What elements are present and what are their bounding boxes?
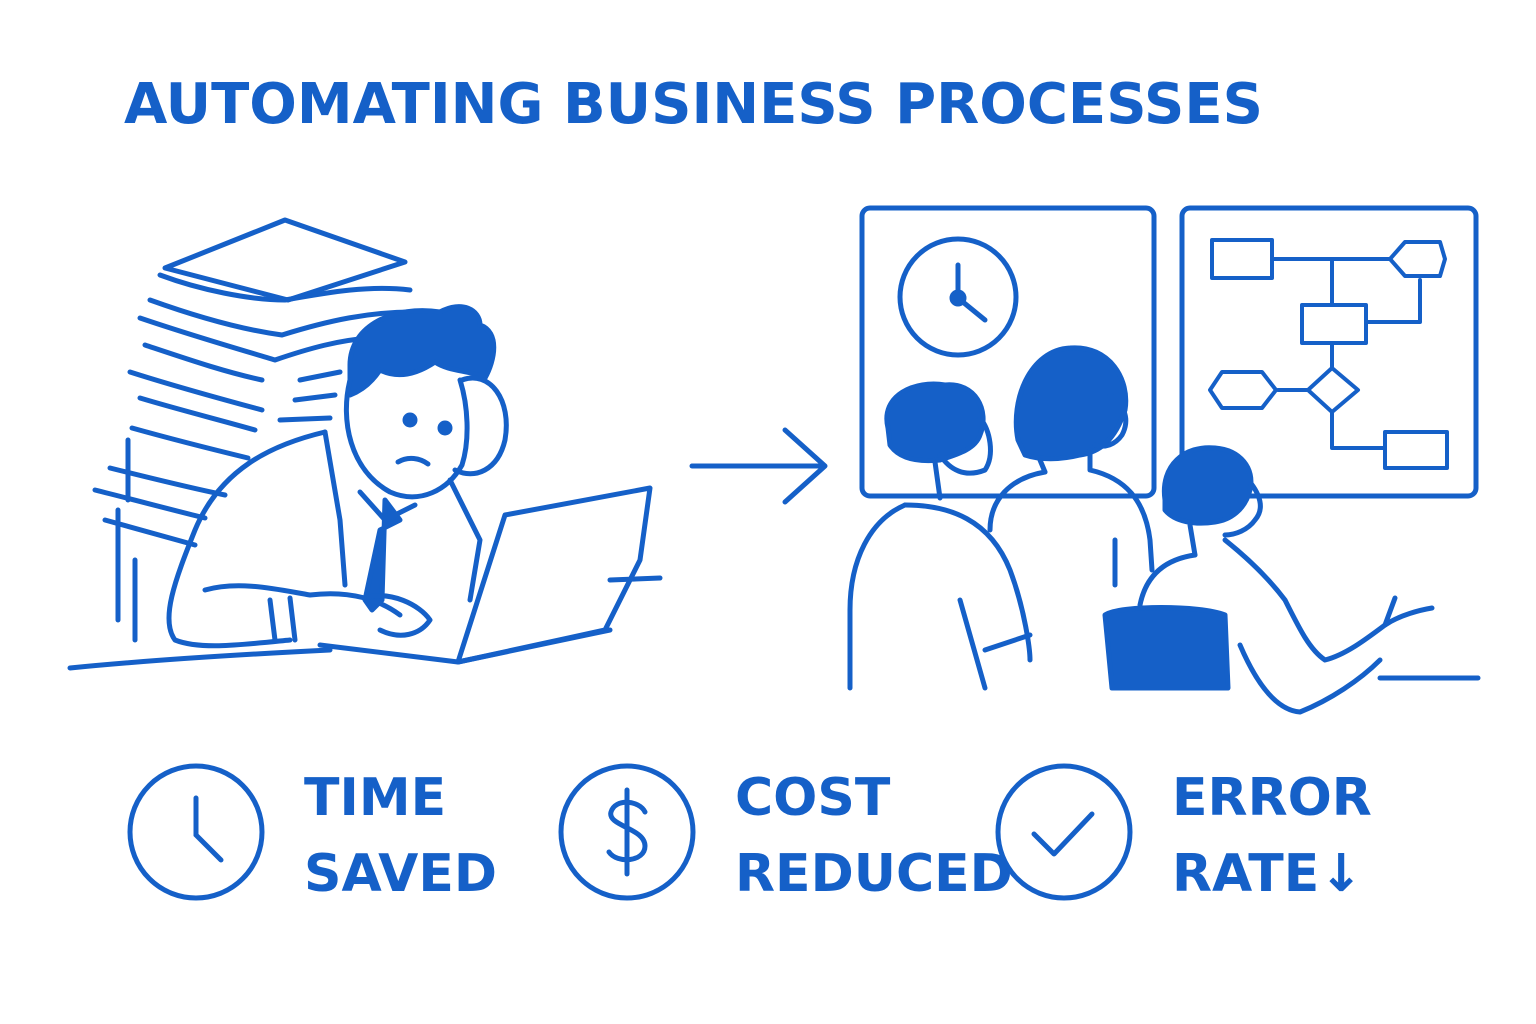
benefit-error-rate: ERROR RATE↓ [994, 760, 1414, 920]
team-member-3 [1102, 445, 1481, 715]
page-title: AUTOMATING BUSINESS PROCESSES [124, 72, 1263, 137]
paper-stack [92, 217, 415, 643]
clock-icon [127, 763, 265, 901]
dollar-icon [558, 763, 696, 901]
right-arrow [689, 427, 828, 505]
board-clock-icon [897, 236, 1019, 358]
benefit-label: ERROR RATE↓ [1172, 768, 1372, 904]
team-reviewing-automated-workflow [847, 205, 1481, 715]
desk [67, 647, 333, 671]
team-member-3-chair [1102, 605, 1231, 691]
clock-board [859, 205, 1157, 499]
overworked-worker-with-paper-stack [67, 217, 663, 671]
flowchart-board [1179, 205, 1479, 499]
laptop [317, 485, 663, 665]
benefit-label: TIME SAVED [304, 768, 498, 904]
benefit-label: COST REDUCED [735, 768, 1013, 904]
flowchart [1208, 238, 1449, 470]
team-member-2 [987, 345, 1155, 588]
team-member-1 [847, 381, 1033, 691]
checkmark-icon [995, 763, 1133, 901]
worker-hair [347, 304, 497, 398]
benefit-time-saved: TIME SAVED [126, 760, 546, 920]
benefit-cost-reduced: COST REDUCED [557, 760, 1013, 920]
